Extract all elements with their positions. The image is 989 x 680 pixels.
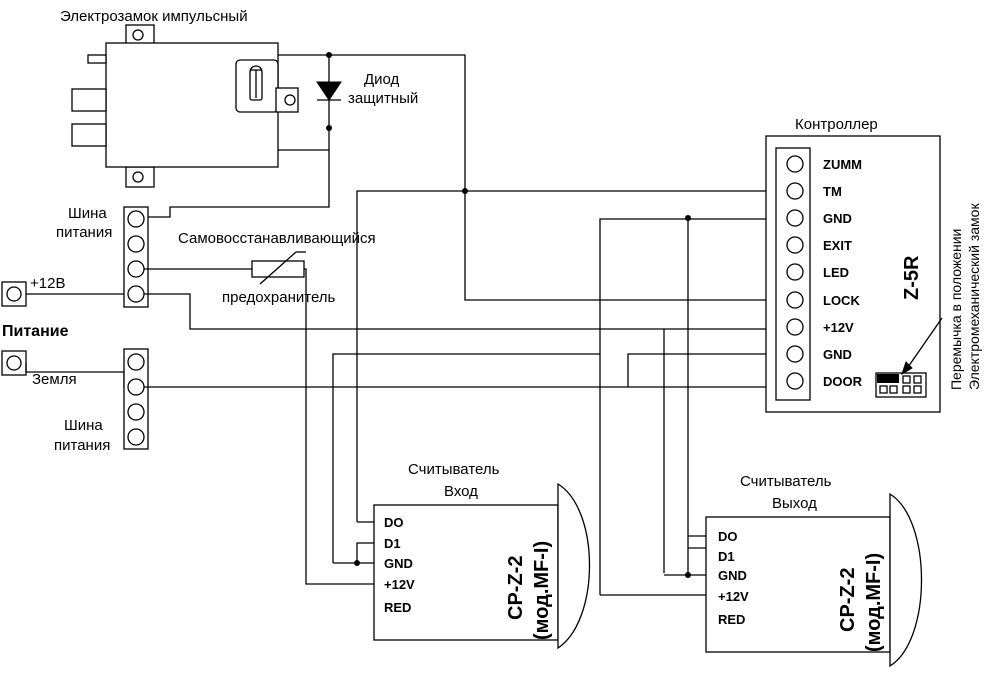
reader-in-lens <box>557 482 591 650</box>
reader-out-lens <box>889 492 923 668</box>
pin-led: LED <box>823 265 849 280</box>
reader-out-pin-d1: D1 <box>718 549 735 564</box>
reader-in-pin-red: RED <box>384 600 411 615</box>
wire-gnd-to-controller <box>627 353 780 387</box>
fuse-label-top: Самовосстанавливающийся <box>178 230 376 247</box>
wire-12v <box>144 293 780 330</box>
pin-zumm: ZUMM <box>823 157 862 172</box>
bus-top-label-1: Шина <box>68 205 107 222</box>
jumper-pointer <box>905 317 943 371</box>
reader-in-title-2: Вход <box>444 483 478 500</box>
reader-in-model-2: (мод.MF-I) <box>531 541 553 640</box>
fuse-label-bottom: предохранитель <box>222 289 336 306</box>
reader-in-model-1: CP-Z-2 <box>505 556 527 620</box>
controller-title: Контроллер <box>795 116 878 133</box>
power-plus-terminal: +12В <box>1 275 65 307</box>
reader-out-pin-do: DO <box>718 529 738 544</box>
reader-in-pin-do: DO <box>384 515 404 530</box>
reader-exit: Считыватель Выход DO D1 GND +12V RED CP-… <box>705 473 923 668</box>
reader-entry: Считыватель Вход DO D1 GND +12V RED CP-Z… <box>373 461 591 650</box>
wire-fuse-to-reader-in <box>304 268 374 585</box>
reader-out-title-2: Выход <box>772 495 817 512</box>
jumper-note-2: Электромеханический замок <box>966 203 982 390</box>
reader-in-title-1: Считыватель <box>408 461 500 478</box>
reader-in-pin-d1: D1 <box>384 536 401 551</box>
reader-in-pin-gnd: GND <box>384 556 413 571</box>
reader-out-model-1: CP-Z-2 <box>837 568 859 632</box>
jumper-note-1: Перемычка в положении <box>948 229 964 390</box>
power-bus-top: Шина питания <box>56 205 149 308</box>
resettable-fuse: Самовосстанавливающийся предохранитель <box>178 230 376 306</box>
plus12-label: +12В <box>30 275 65 292</box>
controller-pins: ZUMM TM GND EXIT LED LOCK +12V GND DOOR <box>786 155 863 390</box>
pin-lock: LOCK <box>823 293 860 308</box>
controller-z5r: Контроллер ZUMM TM GND EXIT LED LOCK +12… <box>765 116 943 413</box>
bus-top-label-2: питания <box>56 224 112 241</box>
bus-bottom-label-2: питания <box>54 437 110 454</box>
pin-gnd-1: GND <box>823 211 852 226</box>
bus-bottom-label-1: Шина <box>64 417 103 434</box>
jumper-block <box>875 372 927 398</box>
wire-tm-bus <box>356 190 780 522</box>
pin-tm: TM <box>823 184 842 199</box>
reader-out-pin-gnd: GND <box>718 568 747 583</box>
pin-exit: EXIT <box>823 238 852 253</box>
pin-12v: +12V <box>823 320 854 335</box>
diode-label-1: Диод <box>364 71 400 88</box>
diode-label-2: защитный <box>348 90 418 107</box>
controller-model: Z-5R <box>901 255 923 300</box>
reader-in-pin-12v: +12V <box>384 577 415 592</box>
pin-door: DOOR <box>823 374 863 389</box>
power-ground-terminal: Земля <box>1 350 77 388</box>
reader-out-pin-red: RED <box>718 612 745 627</box>
reader-out-pin-12v: +12V <box>718 589 749 604</box>
power-title: Питание <box>2 323 69 340</box>
wire-lock-return <box>148 149 330 218</box>
power-bus-bottom: Шина питания <box>54 348 149 454</box>
ground-label: Земля <box>32 371 77 388</box>
pin-gnd-2: GND <box>823 347 852 362</box>
wire-lock-to-lock-pin <box>278 54 780 301</box>
lock-cylinder-icon <box>249 65 263 101</box>
electric-lock: Электрозамок импульсный <box>60 8 299 188</box>
protective-diode: Диод защитный <box>316 55 418 150</box>
reader-out-title-1: Считыватель <box>740 473 832 490</box>
reader-out-model-2: (мод.MF-I) <box>863 553 885 652</box>
lock-title: Электрозамок импульсный <box>60 8 248 25</box>
